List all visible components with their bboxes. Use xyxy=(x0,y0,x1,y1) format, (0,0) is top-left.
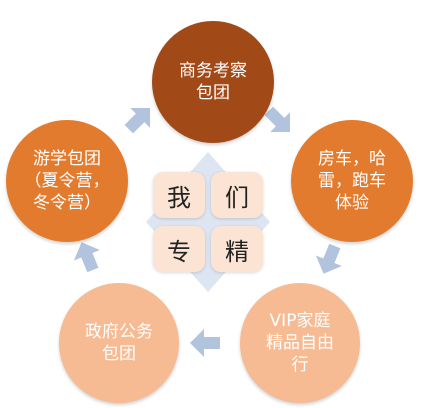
node-study-tour-label: 游学包团 （夏令营， 冬令营） xyxy=(24,149,110,213)
arrow-bottom-right-to-bottom-left-icon xyxy=(190,329,220,357)
node-government-tour-label: 政府公务 包团 xyxy=(85,322,153,364)
arrow-right-to-bottom-right-icon xyxy=(315,243,342,274)
node-vip-family-travel-label: VIP家庭 精品自由 行 xyxy=(266,311,334,375)
hub-char-1: 我 xyxy=(153,172,205,218)
node-rv-harley-sportscar-label: 房车，哈 雷，跑车 体验 xyxy=(318,149,386,213)
arrow-top-to-right-icon xyxy=(264,106,291,133)
node-study-tour: 游学包团 （夏令营， 冬令营） xyxy=(6,120,128,242)
hub-char-4: 精 xyxy=(211,226,263,272)
arrow-left-to-top-icon xyxy=(124,107,151,134)
node-business-inspection: 商务考察 包团 xyxy=(152,21,274,143)
node-government-tour: 政府公务 包团 xyxy=(59,283,179,403)
arrow-bottom-left-to-left-icon xyxy=(73,242,100,273)
node-business-inspection-label: 商务考察 包团 xyxy=(179,61,247,103)
hub-char-2: 们 xyxy=(211,172,263,218)
node-vip-family-travel: VIP家庭 精品自由 行 xyxy=(240,283,360,403)
node-rv-harley-sportscar: 房车，哈 雷，跑车 体验 xyxy=(291,120,413,242)
hub-char-3: 专 xyxy=(153,226,205,272)
